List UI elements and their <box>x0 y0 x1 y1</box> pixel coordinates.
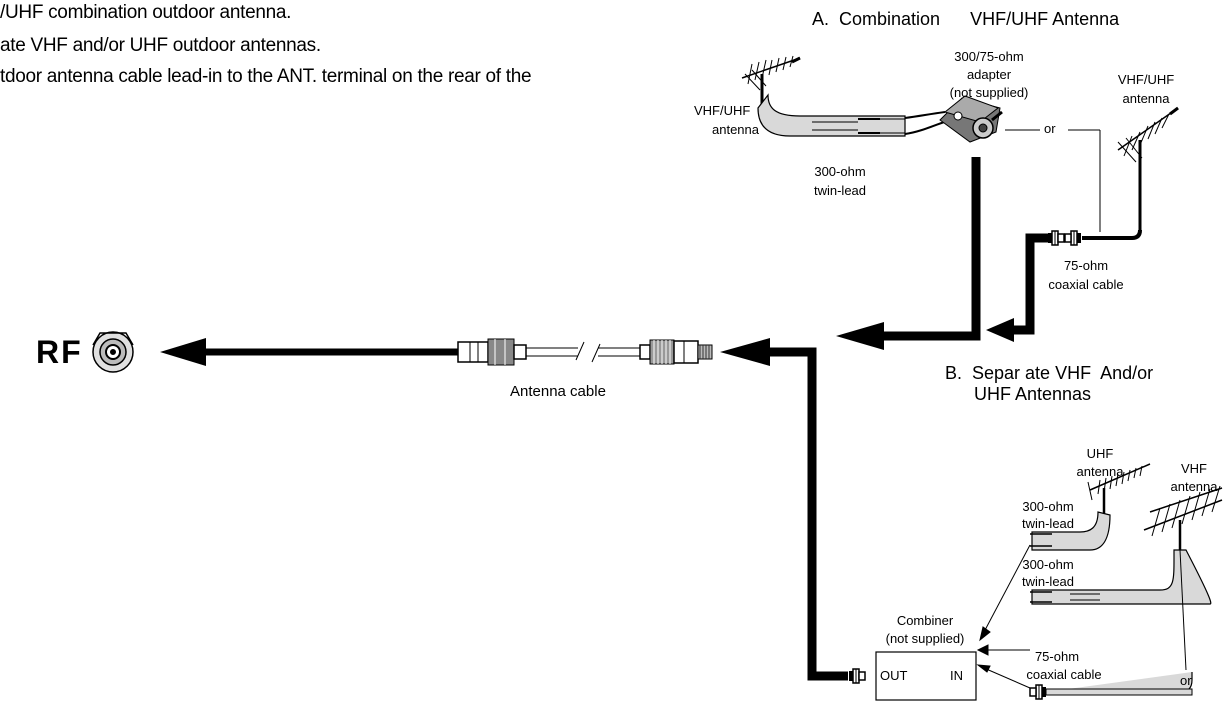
twin-lead-vhf <box>1030 549 1212 605</box>
twin-lead-a <box>757 93 951 137</box>
adapter-label-2: adapter <box>966 67 1012 82</box>
intro-line-3: tdoor antenna cable lead-in to the ANT. … <box>0 66 532 87</box>
antenna-cable-to-rf <box>160 338 458 366</box>
antenna-cable-label: Antenna cable <box>510 383 606 400</box>
section-a-title: A. Combination VHF/UHF Antenna <box>812 9 1120 29</box>
adapter-label-3: (not supplied) <box>949 85 1029 100</box>
adapter-label-1: 300/75-ohm <box>954 49 1024 64</box>
or-label-a: or <box>1044 121 1056 136</box>
twin-lead-uhf-label-1: 300-ohm <box>1022 499 1074 514</box>
uhf-label-1: UHF <box>1086 446 1114 461</box>
combiner-out-label: OUT <box>880 668 908 683</box>
rf-terminal-icon <box>92 331 134 373</box>
vhf-uhf-right-label-1: VHF/UHF <box>1117 72 1175 87</box>
section-b-title-2: UHF Antennas <box>974 384 1092 404</box>
section-b-title-1: B. Separ ate VHF And/or <box>945 363 1154 383</box>
uhf-antenna <box>1087 463 1151 515</box>
twin-lead-uhf-label-2: twin-lead <box>1021 516 1075 531</box>
vhf-uhf-left-label-1: VHF/UHF <box>694 103 751 118</box>
twin-lead-a-label-1: 300-ohm <box>814 164 866 179</box>
rf-label: RF <box>36 334 83 370</box>
uhf-label-2: antenna <box>1076 464 1124 479</box>
coax-a-label-1: 75-ohm <box>1063 258 1109 273</box>
vhf-uhf-right-label-2: antenna <box>1122 91 1170 106</box>
cable-a-to-tv <box>836 157 981 350</box>
combiner-label-2: (not supplied) <box>885 631 965 646</box>
combiner-box <box>875 651 977 701</box>
coax-b-label-1: 75-ohm <box>1034 649 1080 664</box>
cable-combiner-to-antenna-cable <box>720 338 848 681</box>
vhf-label-1: VHF <box>1181 461 1207 476</box>
adapter-300-75 <box>939 95 1003 143</box>
coax-b-label-2: coaxial cable <box>1026 667 1102 682</box>
intro-line-1: /UHF combination outdoor antenna. <box>0 2 292 23</box>
or-label-b: or <box>1180 673 1192 688</box>
twin-lead-vhf-label-1: 300-ohm <box>1022 557 1074 572</box>
vhf-uhf-left-label-2: antenna <box>712 122 759 137</box>
combiner-input-arrows <box>976 544 1031 689</box>
vhf-uhf-antenna-right <box>1082 106 1179 240</box>
vhf-label-2: antenna <box>1170 479 1218 494</box>
cable-coax-to-tv <box>986 233 1050 342</box>
twin-lead-uhf <box>1030 511 1111 551</box>
twin-lead-vhf-label-2: twin-lead <box>1021 574 1075 589</box>
coax-a-label-2: coaxial cable <box>1048 277 1124 292</box>
vhf-uhf-antenna-left <box>741 55 801 110</box>
intro-line-2: ate VHF and/or UHF outdoor antennas. <box>0 35 321 56</box>
combiner-in-label: IN <box>950 668 963 683</box>
antenna-cable <box>457 338 713 366</box>
twin-lead-a-label-2: twin-lead <box>813 183 867 198</box>
vhf-antenna <box>1143 485 1223 550</box>
combiner-label-1: Combiner <box>896 613 954 628</box>
